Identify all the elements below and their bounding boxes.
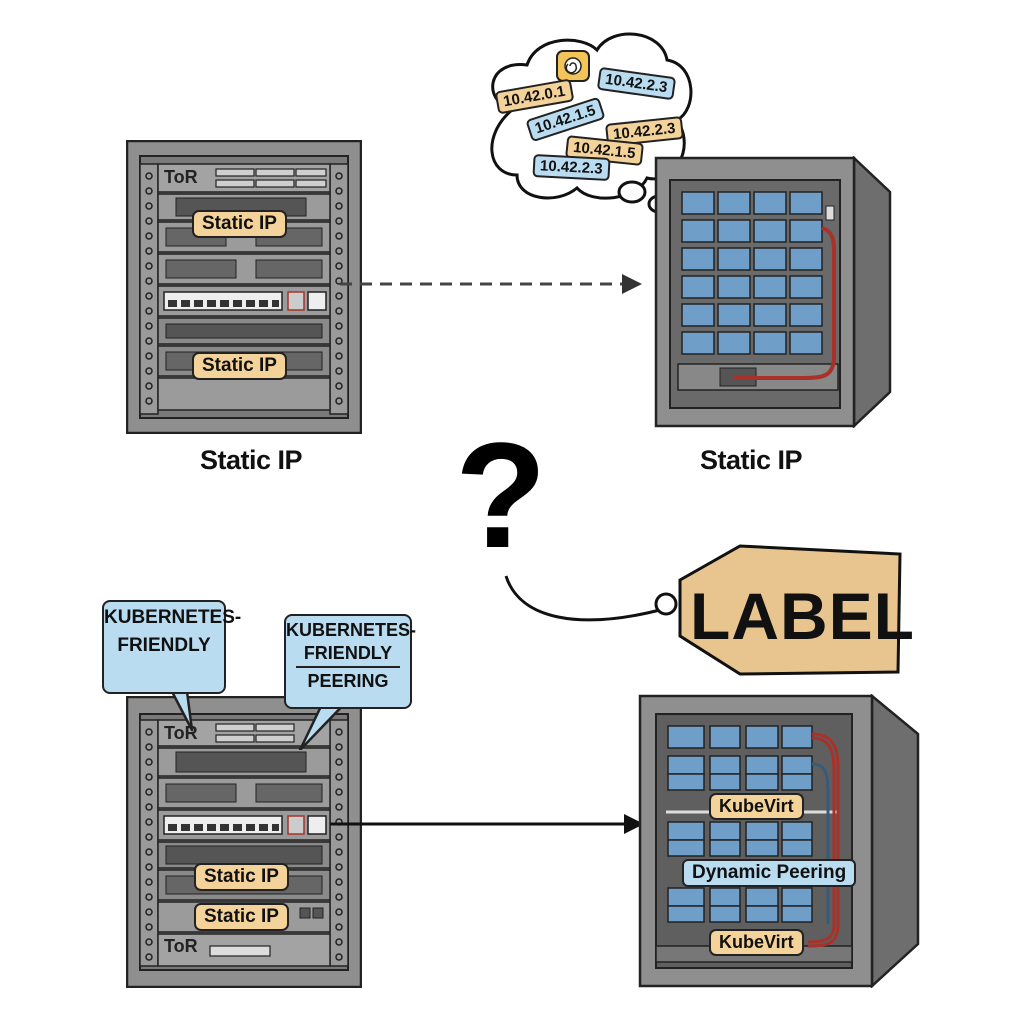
callout-line: FRIENDLY bbox=[117, 634, 211, 656]
top-right-server bbox=[654, 156, 892, 428]
tag-string bbox=[504, 575, 661, 622]
static-ip-tag: Static IP bbox=[192, 352, 287, 380]
tor-label: ToR bbox=[164, 167, 198, 187]
solid-arrow bbox=[330, 814, 644, 834]
ip-address-chip: 10.42.2.3 bbox=[532, 154, 611, 181]
callout-kubernetes-friendly: KUBERNETES- FRIENDLY bbox=[102, 600, 242, 694]
drive-bays bbox=[681, 191, 823, 355]
rack-illustration bbox=[125, 695, 363, 989]
callout-kubernetes-friendly-peering: KUBERNETES- FRIENDLY PEERING bbox=[284, 614, 417, 709]
tag-hole-icon bbox=[654, 592, 678, 616]
static-ip-tag: Static IP bbox=[194, 863, 289, 891]
dashed-arrow bbox=[340, 274, 642, 294]
question-mark-icon: ? bbox=[455, 411, 547, 579]
drive-bays bbox=[667, 725, 813, 923]
label-tag-text: LABEL bbox=[690, 579, 915, 653]
top-right-caption: Static IP bbox=[700, 445, 803, 475]
swirl-icon bbox=[556, 50, 590, 82]
rack-illustration bbox=[125, 139, 363, 435]
tor-label: ToR bbox=[164, 936, 198, 956]
arrow-head-icon bbox=[622, 274, 642, 294]
cables bbox=[807, 732, 840, 948]
callout-line: FRIENDLY bbox=[303, 642, 393, 663]
callout-line: KUBERNETES- bbox=[286, 620, 417, 640]
top-left-rack: ToR Static IP Static IP bbox=[125, 139, 363, 435]
bottom-left-rack: ToR ToR Static IP Static IP bbox=[125, 695, 363, 989]
dynamic-peering-tag: Dynamic Peering bbox=[682, 859, 857, 887]
static-ip-tag: Static IP bbox=[192, 210, 287, 238]
kubevirt-tag: KubeVirt bbox=[709, 793, 804, 820]
label-tag bbox=[504, 544, 902, 676]
bottom-right-server bbox=[638, 694, 920, 988]
top-left-caption: Static IP bbox=[200, 445, 303, 475]
cable bbox=[734, 226, 837, 380]
arrow-head-icon bbox=[624, 814, 644, 834]
callout-line: KUBERNETES- bbox=[104, 607, 242, 628]
callout-line: PEERING bbox=[307, 671, 389, 691]
kubevirt-tag: KubeVirt bbox=[709, 929, 804, 956]
callout-divider bbox=[296, 666, 400, 668]
tor-label: ToR bbox=[164, 723, 198, 743]
static-ip-tag: Static IP bbox=[194, 903, 289, 931]
